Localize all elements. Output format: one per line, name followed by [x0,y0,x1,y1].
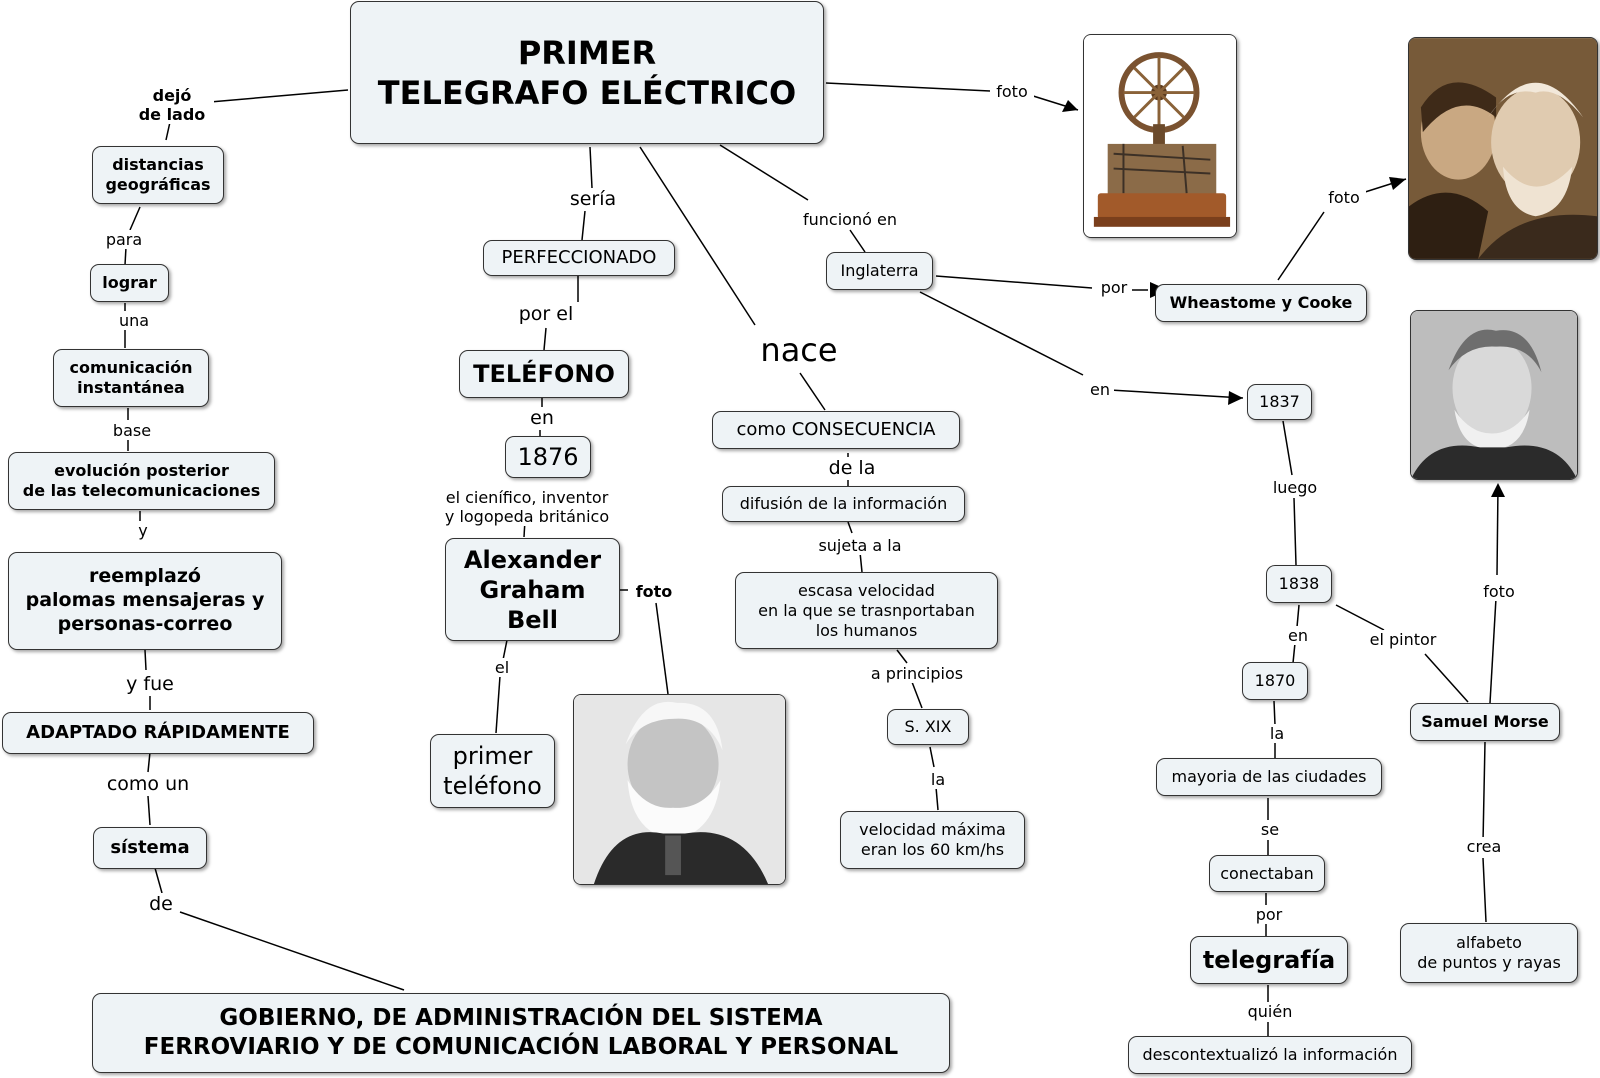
link-label-funciono: funcionó en [796,210,904,230]
difusion-node[interactable]: difusión de la información [722,486,965,522]
comunicacion-node[interactable]: comunicación instantánea [53,349,209,407]
morse-photo [1410,310,1578,480]
link-label-de: de [145,893,177,916]
portrait-icon [1409,38,1597,259]
conectaban-node[interactable]: conectaban [1209,855,1325,892]
link-label-en: en [525,407,559,430]
link-label-quien: quién [1243,1002,1297,1022]
alfabeto-node[interactable]: alfabeto de puntos y rayas [1400,923,1578,983]
link-label-seria: sería [564,188,622,211]
link-label-foto-title: foto [990,82,1034,102]
link-label-por-wc: por [1096,278,1132,298]
sistema-node[interactable]: sístema [93,827,207,869]
link-label-la-mayoria: la [1265,724,1289,744]
link-label-para: para [100,230,148,250]
wheastome-node[interactable]: Wheastome y Cooke [1155,284,1367,322]
link-label-se: se [1255,820,1285,840]
link-label-foto-bell: foto [630,582,678,602]
escasa-node[interactable]: escasa velocidad en la que se trasnporta… [735,572,998,649]
link-label-en-1870: en [1282,626,1314,646]
link-label-una: una [112,311,156,331]
telegraph-machine-icon [1084,35,1236,237]
adaptado-node[interactable]: ADAPTADO RÁPIDAMENTE [2,712,314,754]
link-label-y: y [134,521,152,541]
year-1870-node[interactable]: 1870 [1242,662,1308,700]
year-1837-node[interactable]: 1837 [1247,384,1312,420]
evolucion-node[interactable]: evolución posterior de las telecomunicac… [8,452,275,510]
link-label-y-fue: y fue [118,673,182,696]
inglaterra-node[interactable]: Inglaterra [826,252,933,290]
bell-node[interactable]: Alexander Graham Bell [445,538,620,641]
link-label-luego: luego [1268,478,1322,498]
title-node[interactable]: PRIMER TELEGRAFO ELÉCTRICO [350,1,824,144]
telegraph-photo [1083,34,1237,238]
link-label-cientifico: el cienífico, inventor y logopeda britán… [432,488,622,527]
distancias-node[interactable]: distancias geográficas [92,146,224,204]
link-label-por-tel: por [1250,905,1288,925]
link-label-foto-wc: foto [1322,188,1366,208]
link-label-de-la: de la [824,457,880,480]
link-label-a-principios: a principios [862,664,972,684]
link-label-nace: nace [752,332,846,369]
link-label-el-pintor: el pintor [1364,630,1442,650]
telefono-node[interactable]: TELÉFONO [459,350,629,398]
perfeccionado-node[interactable]: PERFECCIONADO [483,240,675,276]
year-1876-node[interactable]: 1876 [505,436,591,478]
velocidad-node[interactable]: velocidad máxima eran los 60 km/hs [840,811,1025,869]
link-label-el: el [488,658,516,678]
consecuencia-node[interactable]: como CONSECUENCIA [712,411,960,449]
link-label-base: base [108,421,156,441]
link-label-crea: crea [1460,837,1508,857]
bell-photo [573,694,786,885]
descontextualizo-node[interactable]: descontextualizó la información [1128,1036,1412,1074]
portrait-icon [574,695,785,884]
sxix-node[interactable]: S. XIX [887,709,969,745]
mayoria-node[interactable]: mayoria de las ciudades [1156,758,1382,796]
link-label-foto-morse: foto [1477,582,1521,602]
link-label-por-el: por el [512,303,580,326]
link-label-la: la [926,770,950,790]
gobierno-node[interactable]: GOBIERNO, DE ADMINISTRACIÓN DEL SISTEMA … [92,993,950,1073]
telegrafia-node[interactable]: telegrafía [1190,936,1348,984]
link-label-dejo: dejó de lado [130,86,214,125]
link-label-en-1837: en [1086,380,1114,400]
primer-telefono-node[interactable]: primer teléfono [430,734,555,808]
reemplazo-node[interactable]: reemplazó palomas mensajeras y personas-… [8,552,282,650]
link-label-sujeta: sujeta a la [808,536,912,556]
year-1838-node[interactable]: 1838 [1266,565,1332,603]
morse-node[interactable]: Samuel Morse [1410,703,1560,741]
link-label-como-un: como un [100,773,196,796]
lograr-node[interactable]: lograr [90,264,169,302]
portrait-icon [1411,311,1577,479]
wheatstone-cooke-photo [1408,37,1598,260]
